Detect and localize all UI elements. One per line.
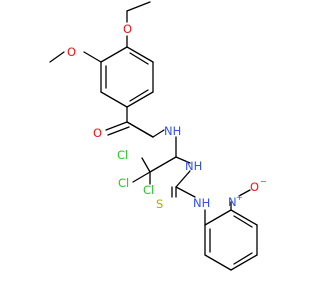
atom-o-methoxy-left: O xyxy=(67,45,76,59)
methoxy-left xyxy=(49,51,102,63)
trichloroethyl xyxy=(132,136,191,185)
atom-o-methoxy-top: O xyxy=(123,22,132,36)
atom-s: S xyxy=(156,197,163,211)
nitrophenyl-ring xyxy=(204,189,258,271)
atom-n-nitro: N xyxy=(228,195,237,209)
acetyl-chain xyxy=(105,106,165,138)
structure-svg: O O O NH Cl Cl Cl NH S NH N + O − xyxy=(49,1,267,271)
molecule-diagram: O O O NH Cl Cl Cl NH S NH N + O − xyxy=(49,1,267,271)
atom-o-nitro: O xyxy=(250,180,259,194)
atom-cl-1: Cl xyxy=(117,148,128,162)
thiourea xyxy=(171,170,196,198)
atom-nh-thio-2: NH xyxy=(193,196,210,210)
atom-nh-amide: NH xyxy=(164,124,181,138)
dimethoxyphenyl-ring xyxy=(100,46,154,108)
atom-cl-2: Cl xyxy=(118,176,129,190)
atom-n-nitro-charge: + xyxy=(236,193,243,202)
atom-o-carbonyl: O xyxy=(93,126,102,140)
methoxy-top xyxy=(126,1,151,48)
atom-o-nitro-charge: − xyxy=(260,177,267,186)
atom-cl-3: Cl xyxy=(143,183,154,197)
atom-nh-thio-1: NH xyxy=(185,159,202,173)
